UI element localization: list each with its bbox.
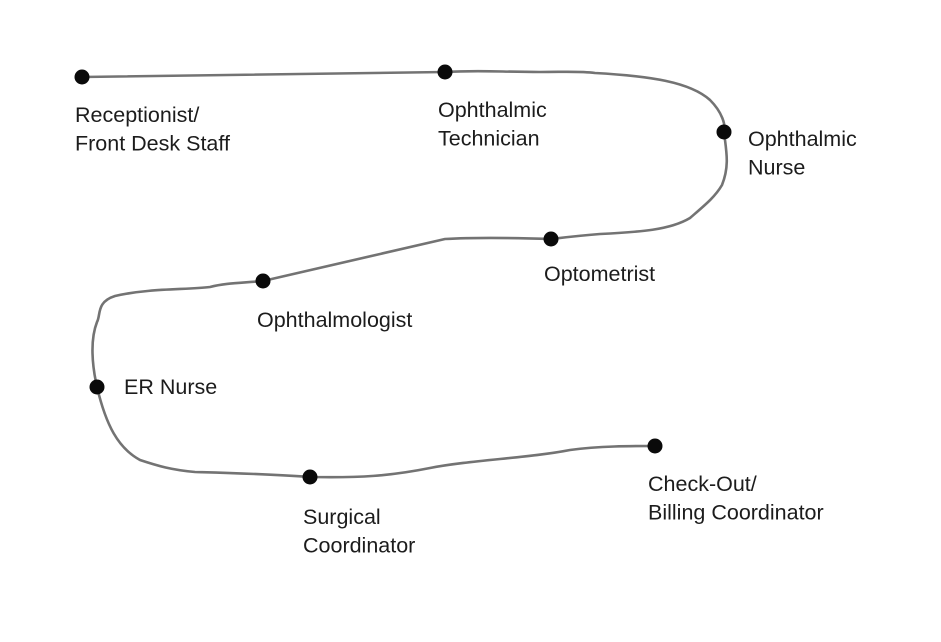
stop-label-line: Coordinator — [303, 534, 415, 558]
stop-dot — [647, 438, 663, 454]
stop-label: Receptionist/Front Desk Staff — [75, 103, 230, 156]
journey-stop: Check-Out/Billing Coordinator — [647, 438, 824, 525]
stop-dot — [89, 379, 105, 395]
journey-path — [80, 69, 729, 479]
journey-stop: Receptionist/Front Desk Staff — [74, 69, 230, 156]
stop-dot — [543, 231, 559, 247]
stop-label-line: Billing Coordinator — [648, 501, 824, 525]
stop-label-line: Technician — [438, 127, 540, 151]
journey-stop: Optometrist — [543, 231, 655, 286]
stop-dot — [716, 124, 732, 140]
stop-label-line: Front Desk Staff — [75, 132, 230, 156]
stop-label-line: Check-Out/ — [648, 472, 757, 496]
stop-dot — [437, 64, 453, 80]
stop-dot — [302, 469, 318, 485]
stop-label: ER Nurse — [124, 375, 217, 399]
stop-label-line: Nurse — [748, 156, 805, 180]
stop-label-line: Ophthalmologist — [257, 308, 412, 332]
stop-label-line: Receptionist/ — [75, 103, 199, 127]
stop-label-line: Ophthalmic — [438, 98, 547, 122]
stop-label: Check-Out/Billing Coordinator — [648, 472, 824, 525]
stop-dot — [255, 273, 271, 289]
stop-label: Ophthalmologist — [257, 308, 412, 332]
stop-label-line: Ophthalmic — [748, 127, 857, 151]
stop-label: Optometrist — [544, 262, 655, 286]
stop-dot — [74, 69, 90, 85]
journey-stop: Ophthalmologist — [255, 273, 412, 332]
stop-label-line: Surgical — [303, 505, 381, 529]
journey-stop: ER Nurse — [89, 375, 217, 399]
stop-label-line: ER Nurse — [124, 375, 217, 399]
stop-label-line: Optometrist — [544, 262, 655, 286]
